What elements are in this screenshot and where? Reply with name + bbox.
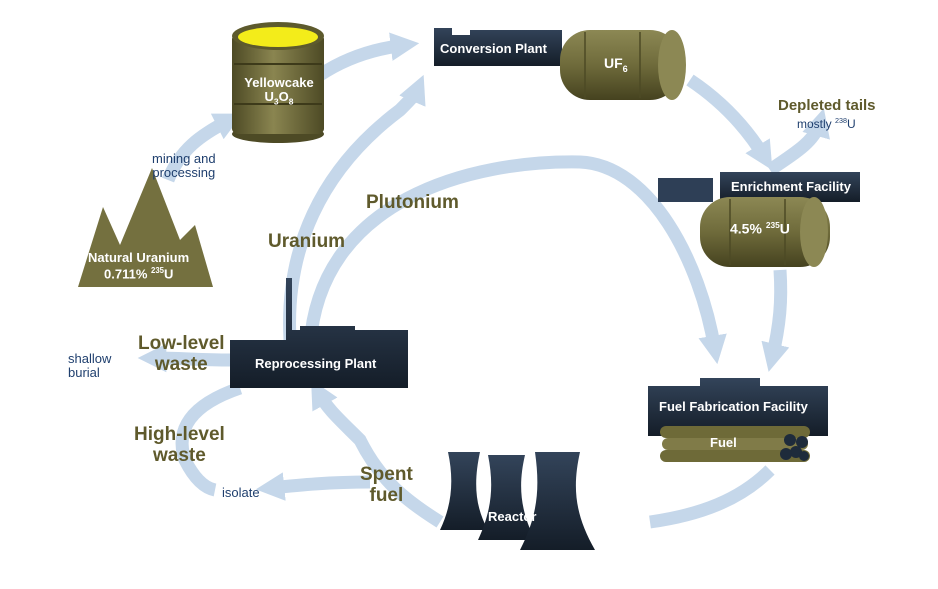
natural-uranium-label: Natural Uranium: [88, 250, 190, 265]
arrow-icon: [161, 113, 243, 183]
fuel-rods-icon: [660, 426, 810, 462]
factory-icon: [230, 278, 408, 388]
depleted-tails-note: mostly 238U: [797, 116, 856, 131]
arrow-icon: [303, 155, 727, 365]
cylinder-icon: [560, 30, 686, 100]
factory-icon: [658, 178, 713, 202]
uf6-label: UF6: [604, 55, 628, 74]
high-level-waste-label: High-level waste: [134, 424, 225, 466]
natural-uranium-value: 0.711% 235U: [104, 266, 174, 282]
arrow-icon: [649, 465, 775, 529]
yellowcake-label: Yellowcake U3O8: [244, 75, 314, 107]
low-level-waste-label: Low-level waste: [138, 333, 225, 375]
arrow-icon: [283, 74, 426, 341]
reprocessing-plant-label: Reprocessing Plant: [255, 356, 377, 371]
arrow-icon: [175, 381, 243, 497]
shallow-burial-label: shallow burial: [68, 351, 112, 381]
depleted-tails-label: Depleted tails: [778, 97, 876, 114]
factory-icon: [648, 378, 828, 436]
barrel-icon: [232, 22, 324, 143]
reactor-label: Reactor: [488, 509, 537, 524]
fuel-label: Fuel: [710, 435, 737, 450]
plutonium-label: Plutonium: [366, 192, 459, 213]
enrichment-value: 4.5% 235U: [730, 220, 790, 237]
arrow-icon: [316, 32, 420, 81]
factory-icon: [720, 172, 860, 202]
arrow-icon: [311, 379, 444, 528]
arrow-icon: [766, 108, 830, 176]
flow-arrows: [137, 32, 830, 529]
cylinder-icon: [700, 197, 830, 267]
isolate-label: isolate: [222, 485, 260, 500]
cooling-tower-icon: [440, 452, 595, 550]
arrow-icon: [137, 343, 231, 373]
conversion-plant-label: Conversion Plant: [440, 41, 547, 56]
spent-fuel-label: Spent fuel: [360, 464, 413, 506]
mining-label: mining and processing: [152, 151, 216, 181]
factory-icon: [434, 28, 562, 66]
arrow-icon: [255, 472, 371, 501]
arrow-icon: [686, 74, 773, 171]
fuel-fabrication-label: Fuel Fabrication Facility: [659, 399, 808, 414]
arrow-icon: [761, 269, 790, 372]
natural-uranium-name: Natural Uranium: [88, 250, 190, 265]
enrichment-facility-label: Enrichment Facility: [731, 179, 851, 194]
uranium-label: Uranium: [268, 231, 346, 252]
mountain-icon: [78, 168, 213, 287]
